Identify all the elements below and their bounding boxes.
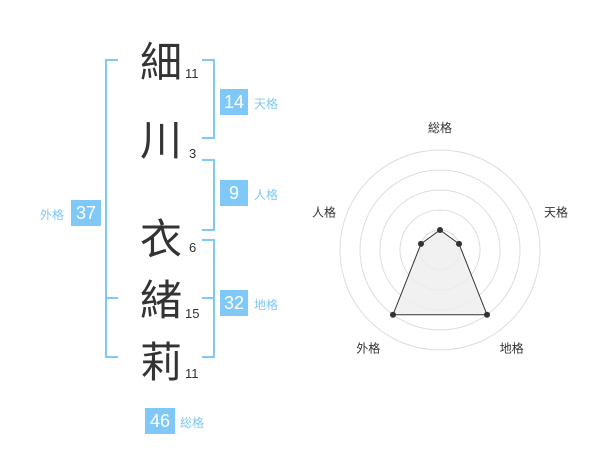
jinkaku-label: 人格 [254, 188, 279, 202]
tenkaku-label: 天格 [254, 97, 279, 111]
radar-point-4 [417, 240, 424, 247]
radar-ring-4 [359, 169, 521, 331]
gaikaku-label: 外格 [40, 208, 65, 222]
stroke-count-3: 6 [189, 240, 197, 255]
stroke-count-5: 11 [185, 366, 199, 381]
stroke-count-1: 11 [185, 66, 199, 81]
soukaku-label: 総格 [180, 416, 205, 430]
radar-point-1 [456, 240, 463, 247]
chikaku-label: 地格 [254, 298, 279, 312]
radar-point-3 [389, 311, 396, 318]
radar-axis-label-2: 地格 [500, 341, 524, 356]
stroke-count-2: 3 [189, 146, 197, 161]
radar-points [389, 227, 491, 318]
gaikaku-value: 37 [71, 200, 101, 226]
radar-axis-label-1: 天格 [544, 204, 568, 219]
radar-axis-label-0: 総格 [428, 120, 452, 135]
radar-axis-label-4: 人格 [312, 204, 336, 219]
radar-point-2 [484, 311, 491, 318]
radar-area [392, 229, 488, 316]
soukaku-value: 46 [145, 408, 175, 434]
radar-axis-label-3: 外格 [356, 341, 380, 356]
name-char-4: 緒 [140, 276, 183, 325]
name-char-1: 細 [140, 38, 183, 87]
name-char-3: 衣 [140, 215, 183, 264]
radar-ring-5 [339, 149, 541, 351]
name-char-5: 莉 [140, 338, 183, 387]
stroke-count-4: 15 [185, 306, 200, 321]
chikaku-value: 32 [220, 290, 248, 316]
jinkaku-bracket [202, 159, 215, 231]
gaikaku-bracket [105, 59, 118, 358]
name-char-2: 川 [140, 116, 183, 165]
radar-point-0 [437, 227, 443, 233]
jinkaku-value: 9 [220, 180, 248, 206]
tenkaku-bracket [202, 59, 215, 139]
tenkaku-value: 14 [220, 89, 248, 115]
fortune-brackets [105, 59, 215, 358]
